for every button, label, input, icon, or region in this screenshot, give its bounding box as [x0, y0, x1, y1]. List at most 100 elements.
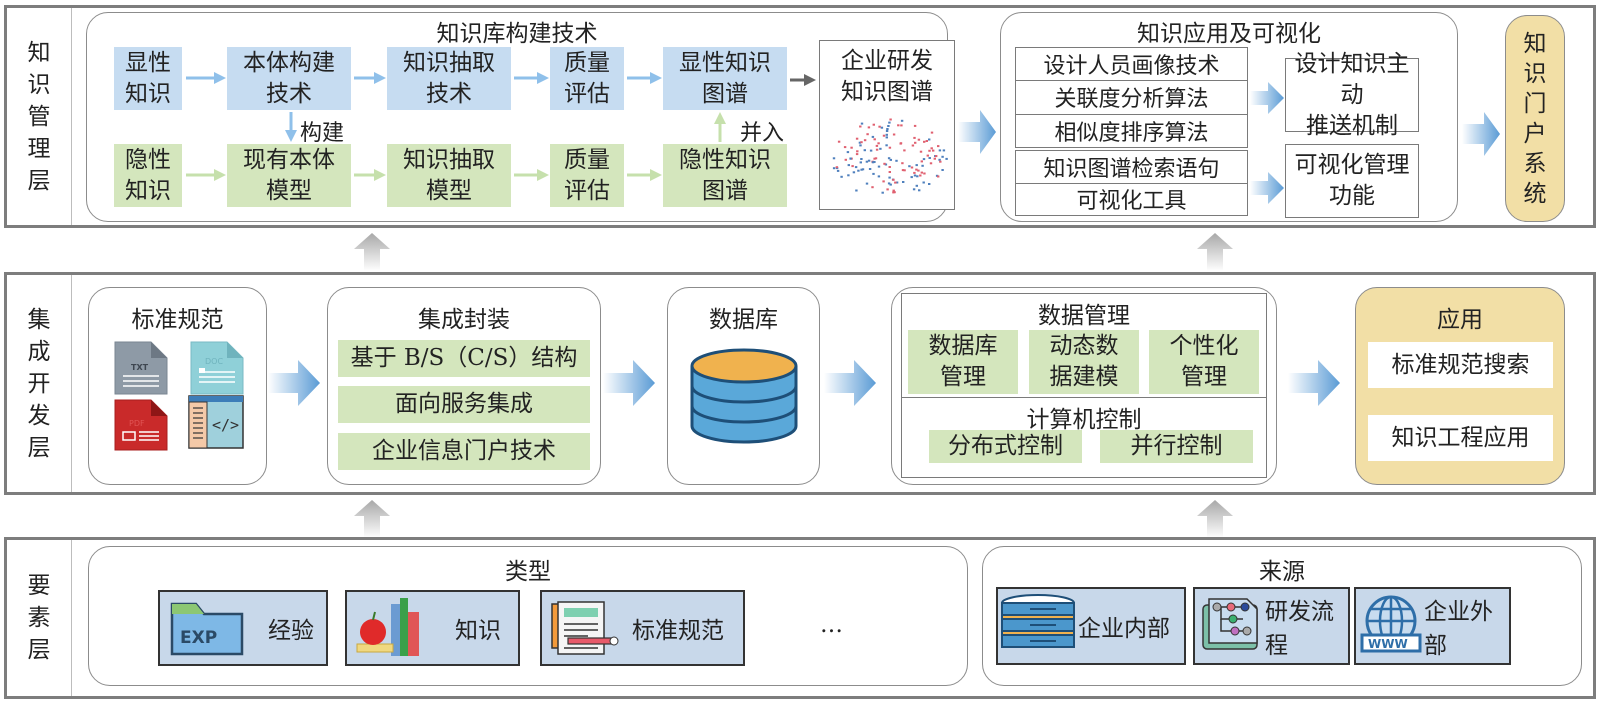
- kg-node-dot: [871, 161, 875, 164]
- parallel-control: 并行控制: [1100, 430, 1253, 463]
- kg-node-dot: [901, 169, 905, 172]
- kg-node-dot: [885, 130, 889, 132]
- svg-text:PDF: PDF: [129, 419, 145, 428]
- data-mgmt-title: 数据管理: [1038, 303, 1130, 329]
- kg-node-dot: [887, 182, 891, 185]
- kg-node-dot: [836, 169, 840, 172]
- computer-control-title: 计算机控制: [1026, 407, 1142, 433]
- kg-node-dot: [852, 171, 856, 174]
- kg-node-dot: [857, 169, 860, 172]
- kg-node-dot: [941, 155, 944, 158]
- arrow-to-push-mechanism: [1250, 82, 1284, 114]
- kb-build-title: 知识库构建技术: [436, 21, 598, 47]
- kg-node-dot: [908, 165, 911, 168]
- kg-node-dot: [918, 189, 921, 192]
- arrow-datamgmt-to-app: [1288, 360, 1340, 406]
- kg-node-dot: [915, 184, 918, 187]
- kg-node-dot: [917, 169, 920, 172]
- kg-node-dot: [873, 161, 876, 163]
- personalized-management: 个性化管理: [1149, 330, 1259, 394]
- kg-node-dot: [885, 133, 888, 136]
- kg-node-dot: [899, 142, 903, 145]
- service-oriented-integration: 面向服务集成: [338, 386, 590, 423]
- kg-node-dot: [884, 163, 888, 166]
- kg-node-dot: [847, 174, 850, 177]
- svg-text:EXP: EXP: [180, 628, 217, 648]
- kg-node-dot: [835, 166, 839, 169]
- kg-node-dot: [938, 158, 941, 161]
- types-more-ellipsis: …: [820, 612, 843, 638]
- merge-label: 并入: [740, 121, 785, 146]
- kg-node-dot: [871, 135, 875, 138]
- txt-file-icon: TXT: [114, 341, 168, 395]
- kg-node-dot: [885, 144, 888, 147]
- arrow-kb-to-app: [958, 110, 996, 154]
- kg-node-dot: [941, 169, 944, 171]
- pdf-file-icon: PDF: [114, 399, 168, 451]
- kg-node-dot: [942, 149, 946, 152]
- visualization-tool: 可视化工具: [1076, 189, 1187, 215]
- kg-node-dot: [930, 147, 933, 150]
- kg-node-dot: [928, 183, 931, 185]
- kg-node-dot: [925, 140, 928, 142]
- arrow-up-integration-to-app: [1197, 233, 1233, 271]
- standards-file-icons: TXT DOC PDF </>: [114, 341, 244, 451]
- kg-node-dot: [920, 171, 923, 174]
- kg-node-dot: [893, 191, 896, 194]
- kg-node-dot: [929, 162, 933, 165]
- layer-label: 要 素 层: [7, 540, 72, 696]
- knowledge-extraction-model-node: 知识抽取模型: [387, 144, 511, 207]
- svg-text:WWW: WWW: [1368, 637, 1408, 651]
- db-management: 数据库管理: [908, 330, 1018, 394]
- kg-node-dot: [895, 181, 899, 184]
- type-knowledge: 知识: [345, 590, 520, 666]
- arrow-standards-to-encap: [268, 360, 320, 406]
- kg-node-dot: [922, 158, 926, 161]
- kg-node-dot: [888, 146, 892, 149]
- kg-node-dot: [897, 124, 900, 127]
- implicit-knowledge-node: 隐性知识: [114, 144, 182, 207]
- enterprise-kg-box: 企业研发知识图谱: [819, 40, 955, 210]
- kg-node-dot: [914, 141, 917, 144]
- kg-node-dot: [872, 172, 875, 175]
- explicit-kg-node: 显性知识图谱: [663, 47, 787, 110]
- kg-node-dot: [894, 181, 897, 184]
- kg-node-dot: [910, 176, 913, 179]
- kg-node-dot: [882, 134, 886, 137]
- kg-node-dot: [916, 175, 919, 178]
- kg-node-dot: [923, 140, 926, 143]
- app-vis-title: 知识应用及可视化: [1137, 21, 1321, 47]
- standards-title: 标准规范: [131, 307, 224, 333]
- kg-node-dot: [855, 189, 858, 192]
- kg-node-dot: [902, 181, 905, 183]
- knowledge-engineering-app: 知识工程应用: [1368, 415, 1553, 461]
- kg-node-dot: [889, 118, 892, 121]
- kg-node-dot: [915, 168, 918, 171]
- kg-node-dot: [886, 188, 889, 191]
- distributed-control: 分布式控制: [929, 430, 1082, 463]
- kg-node-dot: [892, 178, 895, 181]
- kg-node-dot: [888, 176, 891, 179]
- kg-node-dot: [854, 166, 858, 169]
- kg-node-dot: [903, 149, 906, 152]
- dynamic-data-modeling: 动态数据建模: [1029, 330, 1139, 394]
- type-standards: 标准规范: [540, 590, 745, 666]
- svg-text:DOC: DOC: [205, 357, 223, 366]
- kg-node-dot: [875, 148, 879, 151]
- kg-query-statement: 知识图谱检索语句: [1016, 151, 1247, 184]
- database-title: 数据库: [709, 307, 778, 333]
- arrow-to-vis-mgmt: [1250, 172, 1284, 204]
- kg-node-dot: [889, 183, 892, 186]
- kg-node-dot: [882, 180, 885, 183]
- svg-text:</>: </>: [212, 416, 239, 434]
- kg-node-dot: [866, 133, 869, 136]
- kg-node-dot: [930, 131, 934, 134]
- knowledge-push-mechanism: 设计知识主动推送机制: [1285, 51, 1419, 139]
- kg-node-dot: [860, 158, 863, 160]
- kg-node-dot: [923, 172, 926, 175]
- kg-node-dot: [928, 149, 931, 152]
- kg-node-dot: [926, 154, 929, 157]
- kg-node-dot: [913, 124, 917, 127]
- kg-node-dot: [879, 147, 882, 150]
- kg-node-dot: [877, 142, 880, 145]
